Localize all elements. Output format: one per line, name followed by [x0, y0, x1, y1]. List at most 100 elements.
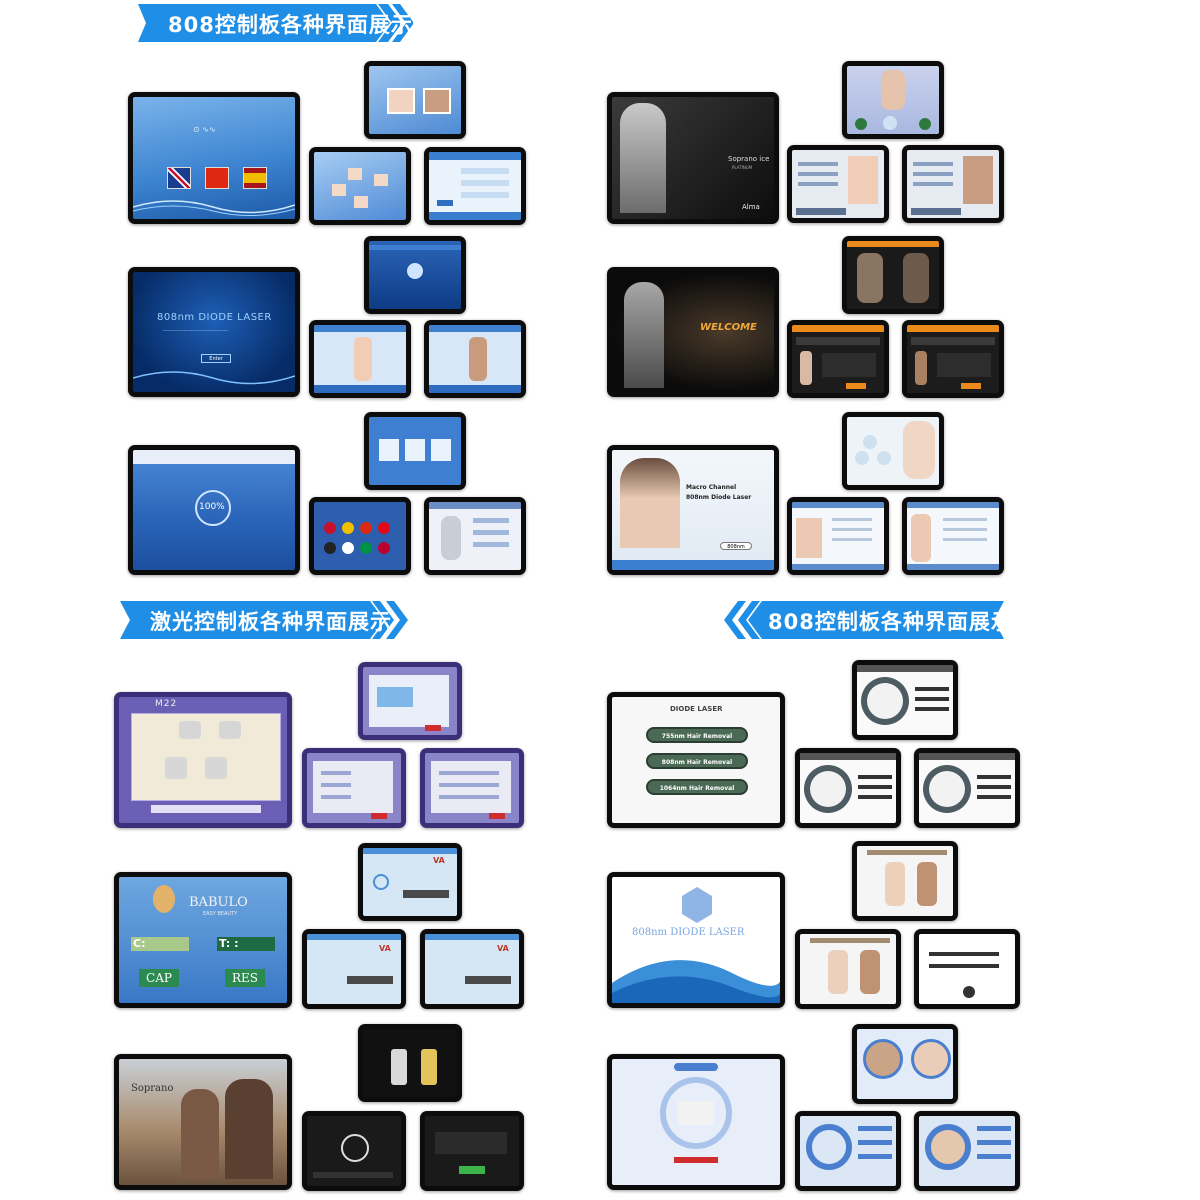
- progress-ring: [195, 490, 231, 526]
- female-body-figure[interactable]: [354, 337, 372, 381]
- tablet-body-select-2: [795, 748, 901, 828]
- status-icon[interactable]: [855, 118, 867, 130]
- stop-button[interactable]: [425, 725, 441, 731]
- tablet-body-params: [424, 497, 526, 575]
- body-figure[interactable]: [441, 516, 461, 560]
- model-photo: [857, 253, 883, 303]
- mode-buttons[interactable]: [465, 976, 511, 984]
- tablet-skin-select: [795, 929, 901, 1009]
- dial-icon[interactable]: [341, 1134, 369, 1162]
- male-face-thumb[interactable]: [863, 1039, 903, 1079]
- female-face-thumb[interactable]: [911, 1039, 951, 1079]
- cap-button[interactable]: CAP: [139, 969, 179, 987]
- body-figure[interactable]: [915, 351, 927, 385]
- bottom-toolbar[interactable]: [151, 805, 261, 813]
- tablet-m22-params: [302, 748, 406, 828]
- female-face-thumb[interactable]: [387, 88, 415, 114]
- male-body-figure[interactable]: [469, 337, 487, 381]
- banner-laser-text: 激光控制板各种界面展示: [150, 610, 392, 634]
- model-photo: [624, 282, 664, 388]
- start-button[interactable]: [846, 383, 866, 389]
- banner-right-808: 808控制板各种界面展示: [724, 597, 1014, 643]
- tablet-body-select-3: [914, 748, 1020, 828]
- logo-mark: ⊙ ∿∿: [193, 125, 216, 134]
- handpiece-icon[interactable]: [165, 757, 187, 779]
- tablet-diode-laser-menu: DIODE LASER 755nm Hair Removal 808nm Hai…: [607, 692, 785, 828]
- start-button[interactable]: [459, 1166, 485, 1174]
- female-body-figure[interactable]: [828, 950, 848, 994]
- va-label: VA: [379, 944, 391, 953]
- back-arrow-icon[interactable]: [437, 200, 453, 206]
- soprano-sub: PLATINUM: [732, 165, 753, 170]
- progress-text: 100%: [199, 502, 225, 512]
- stop-button[interactable]: [489, 813, 505, 819]
- area-thumb[interactable]: [374, 174, 388, 186]
- enter-button[interactable]: Enter: [201, 354, 231, 363]
- flag-icon[interactable]: [324, 522, 336, 534]
- macro-title: Macro Channel: [686, 484, 737, 491]
- flag-icon[interactable]: [342, 542, 354, 554]
- area-icon[interactable]: [855, 451, 869, 465]
- option-808-button[interactable]: 808nm Hair Removal: [646, 753, 748, 769]
- ring-display[interactable]: [925, 1124, 971, 1170]
- handpiece-icon[interactable]: [391, 1049, 407, 1085]
- title-pill: [674, 1063, 718, 1071]
- female-body-figure[interactable]: [885, 862, 905, 906]
- status-icon[interactable]: [919, 118, 931, 130]
- timer-label: T: :: [219, 937, 239, 950]
- model-photo: [881, 70, 905, 110]
- start-button[interactable]: [961, 383, 981, 389]
- spain-flag-icon[interactable]: [243, 167, 267, 189]
- area-thumb[interactable]: [332, 184, 346, 196]
- stop-button[interactable]: [371, 813, 387, 819]
- tablet-treatment-faces: [842, 412, 944, 490]
- flag-icon[interactable]: [324, 542, 336, 554]
- flag-icon[interactable]: [342, 522, 354, 534]
- area-thumb[interactable]: [354, 196, 368, 208]
- male-body-figure[interactable]: [917, 862, 937, 906]
- model-photo: [620, 103, 666, 213]
- mode-button[interactable]: [379, 439, 399, 461]
- tablet-soprano-beach: Soprano: [114, 1054, 292, 1190]
- mode-button[interactable]: [405, 439, 425, 461]
- flag-icon[interactable]: [378, 542, 390, 554]
- area-thumb[interactable]: [348, 168, 362, 180]
- area-icon[interactable]: [877, 451, 891, 465]
- male-face-thumb[interactable]: [423, 88, 451, 114]
- tablet-m22-grid: [420, 748, 524, 828]
- uk-flag-icon[interactable]: [167, 167, 191, 189]
- flag-icon[interactable]: [360, 542, 372, 554]
- res-button[interactable]: RES: [225, 969, 265, 987]
- handpiece-icon[interactable]: [179, 721, 201, 739]
- status-icon[interactable]: [883, 116, 897, 130]
- circle-menu[interactable]: [660, 1077, 732, 1149]
- mode-buttons[interactable]: [347, 976, 393, 984]
- mode-button[interactable]: [431, 439, 451, 461]
- tablet-body-select-1: [852, 660, 958, 740]
- male-body-figure[interactable]: [860, 950, 880, 994]
- area-icon[interactable]: [863, 435, 877, 449]
- tablet-language-screen: ⊙ ∿∿: [128, 92, 300, 224]
- macro-808-button[interactable]: 808nm: [720, 542, 752, 550]
- flag-icon[interactable]: [378, 522, 390, 534]
- tablet-body-parameters: [787, 497, 889, 575]
- body-figure[interactable]: [800, 351, 812, 385]
- option-1064-button[interactable]: 1064nm Hair Removal: [646, 779, 748, 795]
- china-flag-icon[interactable]: [205, 167, 229, 189]
- start-button[interactable]: [674, 1157, 718, 1163]
- mode-buttons[interactable]: [403, 890, 449, 898]
- flag-icon[interactable]: [360, 522, 372, 534]
- tablet-soprano-start: [420, 1111, 524, 1191]
- handpiece-icon[interactable]: [421, 1049, 437, 1085]
- handpiece-icon[interactable]: [205, 757, 227, 779]
- handpiece-icon[interactable]: [219, 721, 241, 739]
- counter-field: [131, 937, 189, 951]
- ring-display[interactable]: [806, 1124, 852, 1170]
- model-photo: [911, 514, 931, 562]
- splash-brand: 808nm DIODE LASER: [632, 927, 745, 938]
- option-755-button[interactable]: 755nm Hair Removal: [646, 727, 748, 743]
- tablet-female-face: [787, 145, 889, 223]
- model-photo: [796, 518, 822, 558]
- babulo-sub: EASY BEAUTY: [203, 911, 238, 917]
- gear-icon[interactable]: [963, 986, 975, 998]
